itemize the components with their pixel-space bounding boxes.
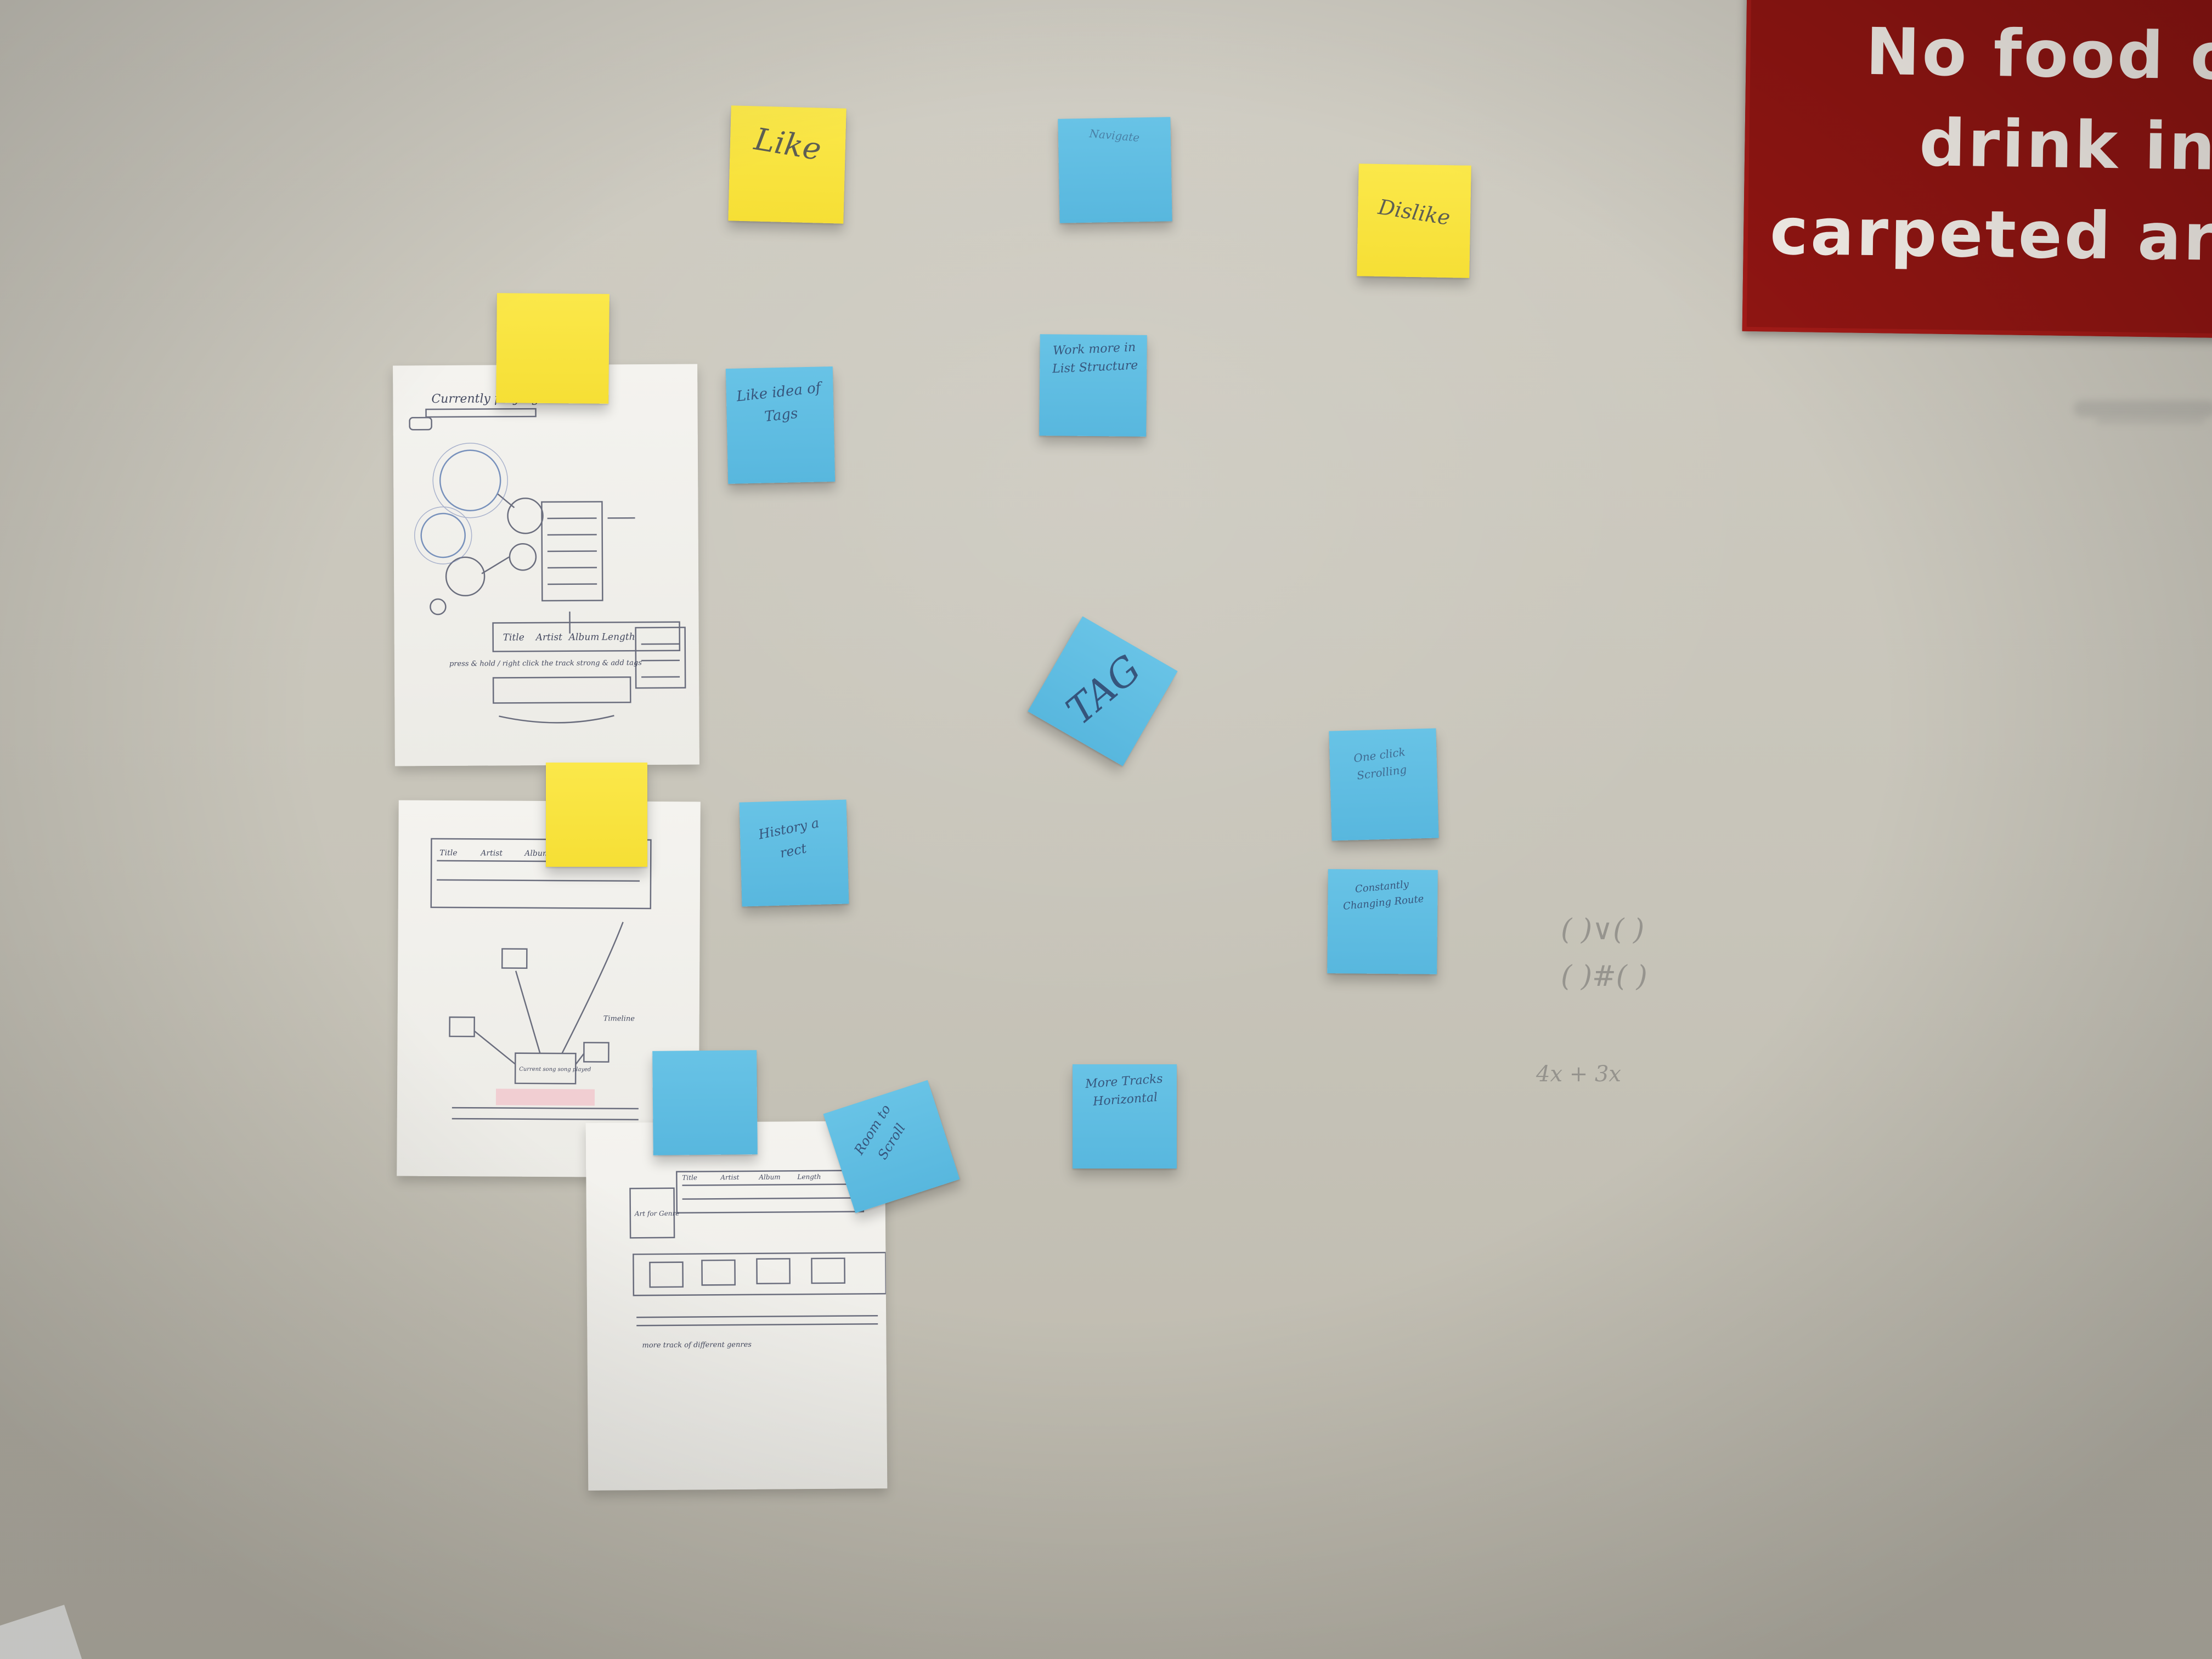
- sign-line-3: carpeted area: [1769, 193, 2212, 277]
- note-navigate-text: Navigate: [1088, 127, 1141, 144]
- sticky-note-more-tracks: More Tracks Horizontal: [1073, 1064, 1177, 1169]
- sheet3-side-box: Art for Genre: [634, 1210, 680, 1218]
- sheet2-header-album: Album: [523, 849, 550, 858]
- sign-line-1: No food o: [1865, 13, 2212, 95]
- sticky-note-sheet1-tab: [496, 293, 610, 404]
- note-one-click-text: One click Scrolling: [1352, 745, 1408, 782]
- note-room-to-scroll-text: Room to Scroll: [851, 1102, 909, 1163]
- sticky-note-list-structure: Work more in List Structure: [1039, 334, 1147, 437]
- note-tag-text: TAG: [1057, 646, 1150, 733]
- no-food-sign: No food o drink in carpeted area: [1742, 0, 2212, 338]
- note-history-text: History a rect: [757, 815, 821, 861]
- sheet1-header-artist: Artist: [535, 632, 563, 643]
- wall-scuff: [2096, 417, 2205, 425]
- sheet2-header-title: Title: [439, 849, 457, 857]
- sheet2-header-artist: Artist: [479, 849, 503, 857]
- sheet3-header-length: Length: [797, 1173, 821, 1181]
- sheet2-highlight: [495, 1088, 595, 1106]
- sticky-note-changing-route: Constantly Changing Route: [1327, 869, 1438, 974]
- sketch-drawing-1: Currently playing Title Artist Album Len…: [409, 392, 686, 724]
- sticky-note-navigate: Navigate: [1058, 117, 1172, 223]
- sheet1-caption: press & hold / right click the track str…: [449, 659, 642, 668]
- sticky-note-dislike: Dislike: [1357, 163, 1471, 278]
- note-changing-route-text: Constantly Changing Route: [1342, 878, 1425, 912]
- sketch-sheet-1: Currently playing Title Artist Album Len…: [393, 364, 699, 766]
- sticky-note-history: History a rect: [739, 799, 849, 907]
- sheet3-caption: more track of different genres: [642, 1341, 752, 1350]
- note-list-structure-text: Work more in List Structure: [1052, 340, 1138, 376]
- wall-scuff: [2074, 400, 2212, 417]
- sticky-note-sheet2-tab: [546, 763, 647, 867]
- sheet1-header-title: Title: [503, 632, 524, 643]
- sketch-sheet-2: Title Artist Album Current song song pla…: [397, 800, 701, 1178]
- sheet1-header-length: Length: [601, 631, 635, 642]
- wall-math-2: ( )#( ): [1561, 960, 1647, 993]
- sticky-note-one-click: One click Scrolling: [1329, 728, 1439, 841]
- sticky-note-like: Like: [728, 105, 847, 224]
- sketch-drawing-2: Title Artist Album Current song song pla…: [430, 838, 652, 1121]
- wall-math-3: 4x + 3x: [1536, 1062, 1621, 1087]
- wall-math-1: ( )∨( ): [1561, 913, 1645, 946]
- sign-line-2: drink in: [1918, 105, 2212, 185]
- sketch-sheet-3: Title Artist Album Length Art for Genre …: [585, 1121, 888, 1491]
- sheet3-header-title: Title: [682, 1173, 697, 1181]
- sheet3-header-artist: Artist: [720, 1173, 739, 1181]
- sticky-note-tags: Like idea of Tags: [725, 366, 836, 484]
- sticky-note-room-to-scroll: [652, 1050, 758, 1155]
- note-dislike-text: Dislike: [1376, 194, 1452, 230]
- note-like-text: Like: [752, 121, 824, 168]
- note-tags-text: Like idea of Tags: [736, 379, 822, 425]
- note-more-tracks-text: More Tracks Horizontal: [1085, 1072, 1164, 1109]
- sheet2-side-note: Timeline: [603, 1015, 635, 1023]
- sketch-drawing-3: Title Artist Album Length Art for Genre …: [629, 1170, 887, 1350]
- sheet1-header-album: Album: [568, 631, 600, 642]
- sheet3-header-album: Album: [758, 1173, 780, 1181]
- sheet2-center-box: Current song song played: [519, 1066, 591, 1073]
